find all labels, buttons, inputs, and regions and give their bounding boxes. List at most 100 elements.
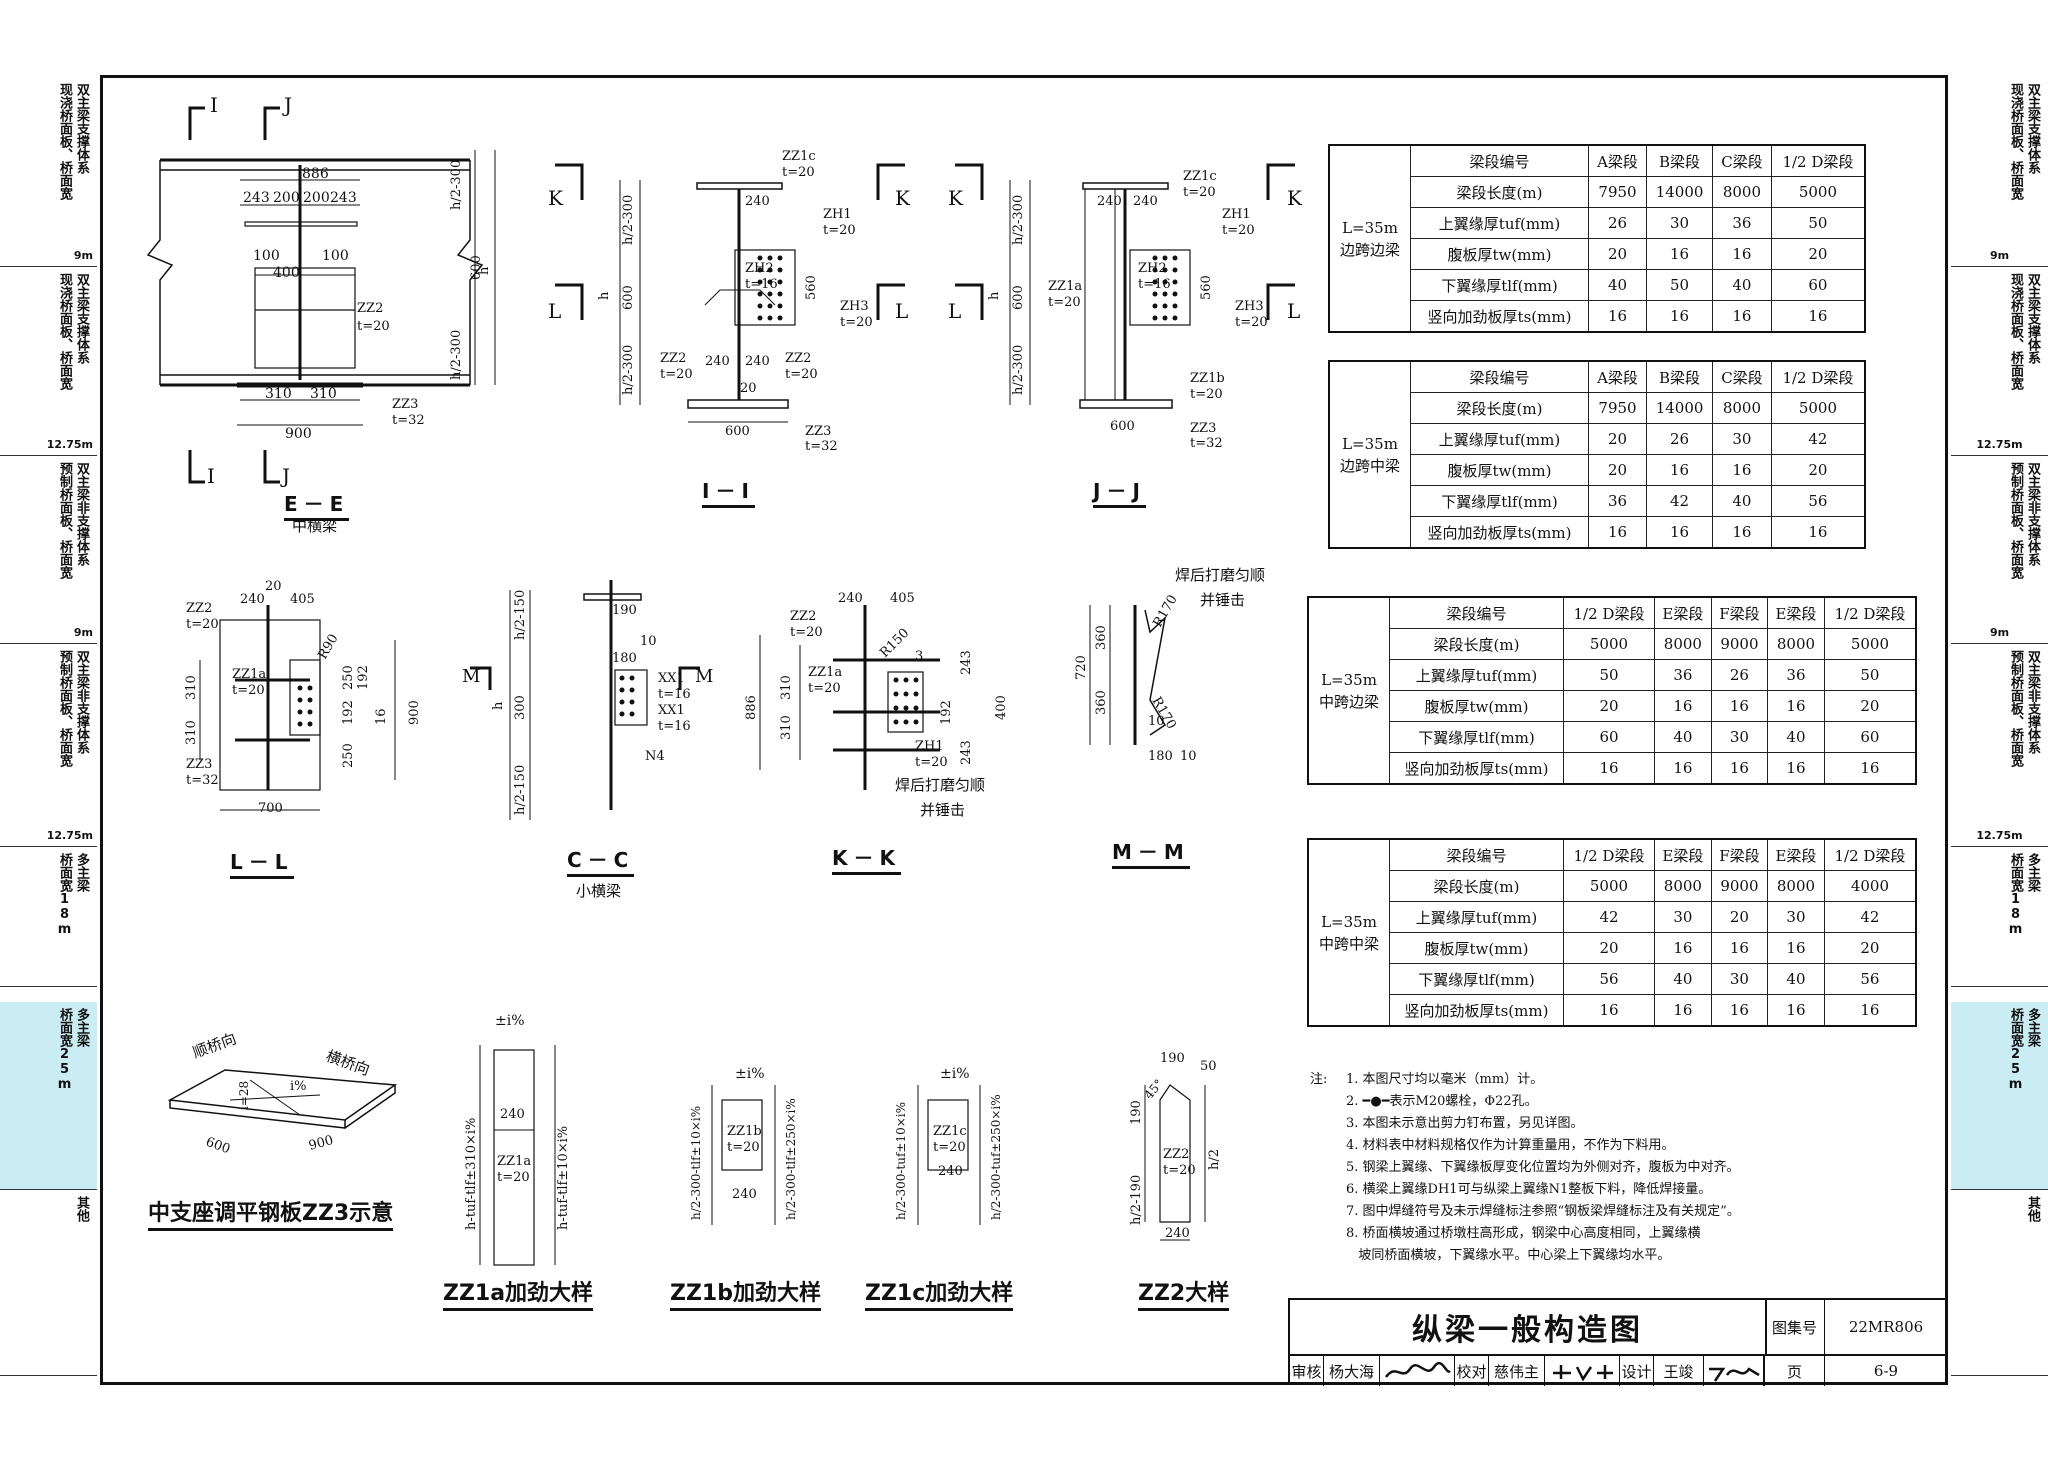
svg-text:600: 600 [725,424,750,439]
section-ll-drawing: 240 20 405 ZZ2 t=20 ZZ1a t=20 ZZ3 t=32 3… [184,579,422,816]
svg-text:192: 192 [939,700,954,725]
svg-text:190: 190 [1129,1100,1144,1125]
svg-text:405: 405 [890,591,915,606]
svg-text:L: L [895,299,908,323]
table-cell: 5000 [1563,870,1655,902]
table-cell: 20 [1770,238,1866,270]
table-header-cell: C梁段 [1712,144,1772,177]
svg-text:t=20: t=20 [660,367,693,382]
table-cell: 7950 [1587,176,1648,208]
table-cell: 20 [1770,454,1866,486]
table-row-label: 下翼缘厚tlf(mm) [1410,485,1589,517]
svg-text:180: 180 [1148,749,1173,764]
table-cell: 40 [1587,269,1648,301]
svg-text:i=28: i=28 [237,1081,251,1110]
section-ee-sublabel: 中横梁 [292,517,338,535]
side-tab-label: 双主梁非支撑体系 [2025,462,2040,566]
svg-text:360: 360 [1094,690,1109,715]
svg-text:190: 190 [612,603,637,618]
table-cell: 26 [1646,423,1714,455]
checker-name: 慈伟主 [1489,1356,1545,1386]
table-cell: 20 [1587,238,1648,270]
svg-text:400: 400 [273,265,300,281]
svg-text:3: 3 [915,649,923,664]
svg-text:ZZ3: ZZ3 [805,424,831,439]
svg-text:20: 20 [740,381,757,396]
svg-text:M: M [462,666,480,687]
side-tab[interactable]: 多主梁桥面宽25m [1951,1002,2048,1190]
svg-text:243: 243 [959,740,974,765]
table-cell: 16 [1710,752,1769,785]
side-tab-label: 双主梁非支撑体系 [74,462,89,566]
svg-text:10: 10 [1148,714,1165,729]
table-cell: 50 [1563,659,1655,691]
svg-text:t=16: t=16 [745,277,778,292]
table-cell: 8000 [1767,628,1825,660]
side-tab-footer: 12.75m [46,438,93,451]
table-cell: 16 [1710,994,1769,1027]
side-tab[interactable]: 其他 [1951,1190,2048,1376]
svg-text:600: 600 [469,255,484,280]
svg-text:20: 20 [265,579,282,594]
side-tab[interactable]: 多主梁桥面宽18m [1951,847,2048,987]
section-mm-label: M－M [1112,836,1190,869]
atlas-number: 22MR806 [1848,1318,1924,1336]
side-tab-label: 现浇桥面板、桥面宽 [57,273,72,390]
svg-text:240: 240 [500,1107,525,1122]
table-row-label: 上翼缘厚tuf(mm) [1389,901,1564,933]
table-row-label: 竖向加劲板厚ts(mm) [1389,752,1564,785]
table-cell: 5000 [1770,392,1866,424]
table-cell: 16 [1770,300,1866,333]
svg-text:ZZ2: ZZ2 [785,351,811,366]
svg-text:K: K [1287,186,1303,210]
side-tab[interactable]: 其他 [0,1190,97,1376]
svg-text:600: 600 [1110,419,1135,434]
svg-text:t=20: t=20 [790,625,823,640]
reviewer-signature [1380,1356,1455,1386]
table-cell: 8000 [1712,176,1772,208]
svg-text:t=32: t=32 [186,773,219,788]
table-header-cell: 1/2 D梁段 [1823,838,1917,871]
table-cell: 9000 [1710,628,1769,660]
side-tab[interactable]: 多主梁桥面宽25m [0,1002,97,1190]
svg-text:ZZ1a: ZZ1a [1048,279,1082,294]
svg-text:360: 360 [1094,625,1109,650]
side-tab-label: 其他 [2025,1196,2040,1222]
svg-text:ZZ1c: ZZ1c [782,149,816,164]
svg-text:ZZ1a: ZZ1a [497,1154,531,1169]
side-tab-label: 多主梁 [2025,1008,2040,1047]
side-tab-label: 双主梁非支撑体系 [2025,650,2040,754]
table-cell: 50 [1823,659,1917,691]
table-row-label: 下翼缘厚tlf(mm) [1410,269,1589,301]
table-header-cell: E梁段 [1767,596,1825,629]
svg-text:横桥向: 横桥向 [324,1047,372,1079]
table-group-line: 中跨中梁 [1318,934,1379,953]
svg-text:h-tuf-tlf±310×i%: h-tuf-tlf±310×i% [464,1118,479,1230]
page-number: 6-9 [1873,1362,1899,1380]
table-cell: 16 [1767,932,1825,964]
table-row-label: 腹板厚tw(mm) [1410,454,1589,486]
note-item: 8. 桥面横坡通过桥墩柱高形成，钢梁中心高度相同，上翼缘横 [1346,1226,1701,1241]
svg-text:R150: R150 [877,626,912,661]
table-cell: 40 [1767,963,1825,995]
section-ii-label: I－I [702,475,755,508]
side-tab[interactable]: 多主梁桥面宽18m [0,847,97,987]
table-row-label: 下翼缘厚tlf(mm) [1389,963,1564,995]
svg-text:h/2-300: h/2-300 [1011,195,1026,245]
reviewer-name: 杨大海 [1324,1356,1380,1386]
svg-text:并锤击: 并锤击 [1200,591,1245,609]
table-cell: 16 [1767,690,1825,722]
